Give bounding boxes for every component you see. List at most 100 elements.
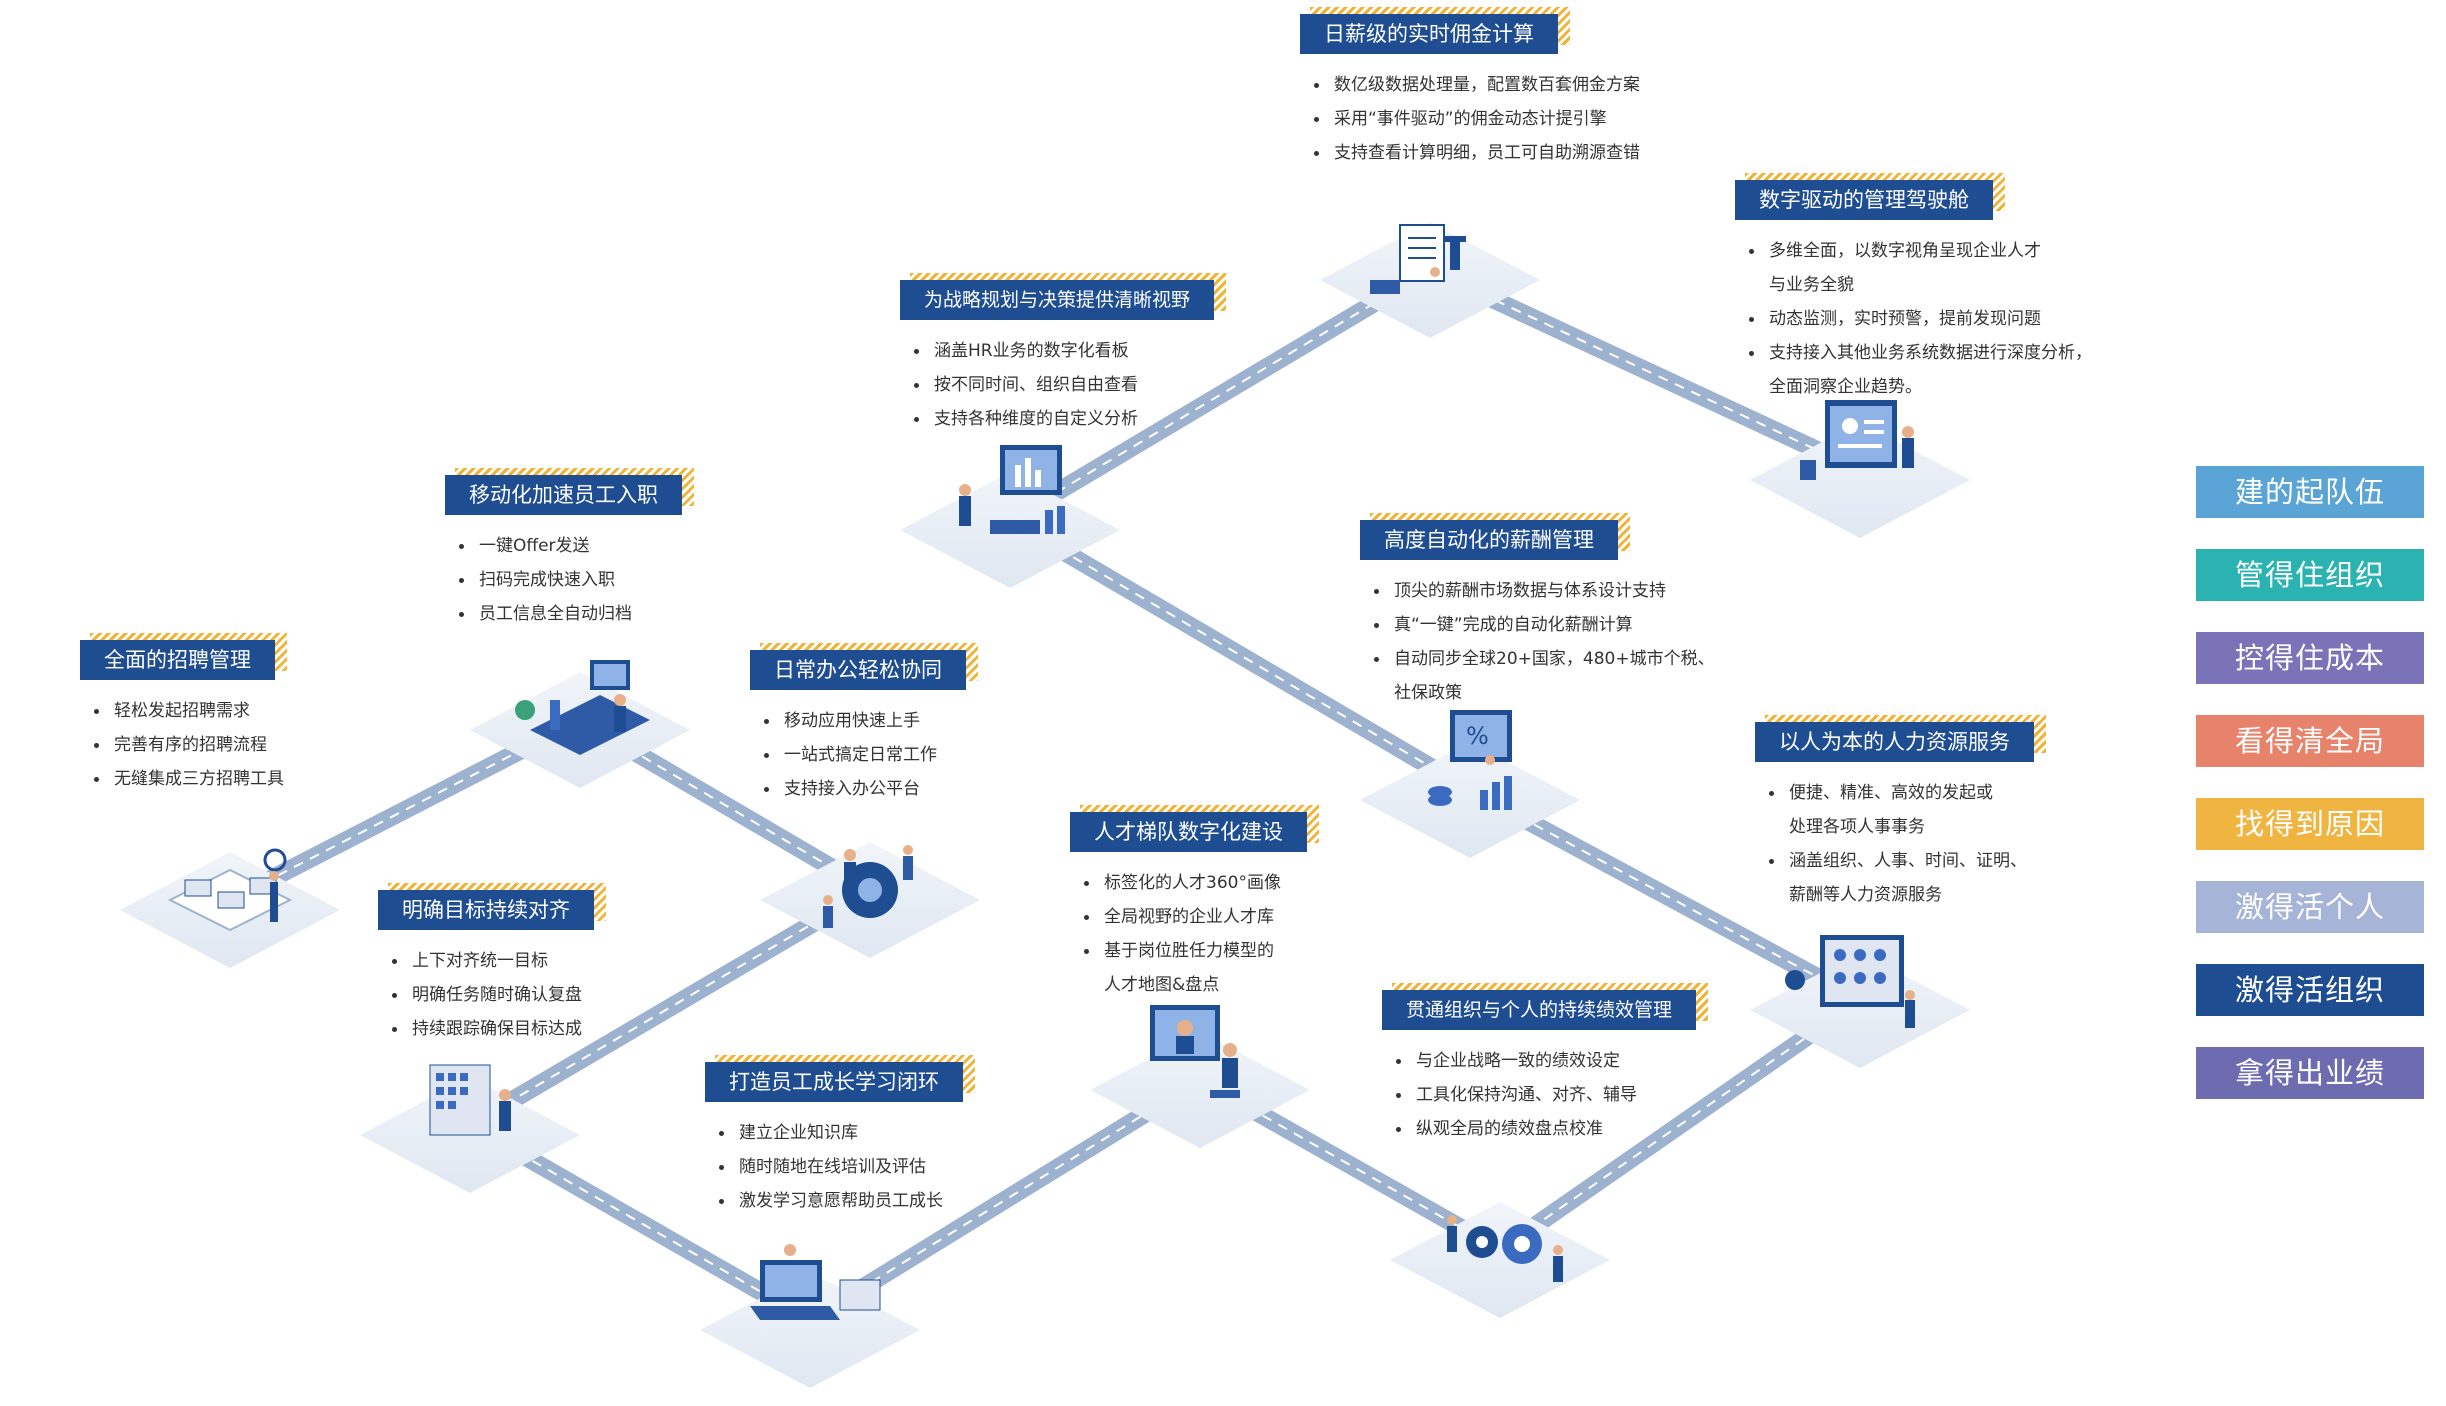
card-talent: 人才梯队数字化建设 标签化的人才360°画像 全局视野的企业人才库 基于岗位胜任… <box>1070 805 1319 1002</box>
value-legend: 建的起队伍 管得住组织 控得住成本 看得清全局 找得到原因 激得活个人 激得活组… <box>2196 466 2424 1130</box>
bullet-item: 动态监测，实时预警，提前发现问题 <box>1749 302 2092 336</box>
legend-item-motivate-individual[interactable]: 激得活个人 <box>2196 881 2424 933</box>
bullet-item: 涵盖HR业务的数字化看板 <box>914 334 1214 368</box>
bullet-item: 便捷、精准、高效的发起或 <box>1769 776 2034 810</box>
bullet-item: 无缝集成三方招聘工具 <box>94 762 284 796</box>
scene-platform-cockpit <box>1750 422 1970 538</box>
legend-item-build-team[interactable]: 建的起队伍 <box>2196 466 2424 518</box>
scene-platform-performance <box>1390 1202 1610 1318</box>
bullet-item: 涵盖组织、人事、时间、证明、 <box>1769 844 2034 878</box>
bullet-item: 与企业战略一致的绩效设定 <box>1396 1044 1696 1078</box>
bullet-item: 支持接入其他业务系统数据进行深度分析， <box>1749 336 2092 370</box>
legend-item-deliver-results[interactable]: 拿得出业绩 <box>2196 1047 2424 1099</box>
card-bullets: 标签化的人才360°画像 全局视野的企业人才库 基于岗位胜任力模型的 人才地图&… <box>1084 866 1307 1002</box>
bullet-item: 轻松发起招聘需求 <box>94 694 284 728</box>
card-goal: 明确目标持续对齐 上下对齐统一目标 明确任务随时确认复盘 持续跟踪确保目标达成 <box>378 883 606 1046</box>
legend-item-manage-org[interactable]: 管得住组织 <box>2196 549 2424 601</box>
bullet-item: 随时随地在线培训及评估 <box>719 1150 963 1184</box>
card-title: 高度自动化的薪酬管理 <box>1360 520 1618 560</box>
road-dash <box>469 889 871 1126</box>
card-recruit: 全面的招聘管理 轻松发起招聘需求 完善有序的招聘流程 无缝集成三方招聘工具 <box>80 633 287 796</box>
card-bullets: 涵盖HR业务的数字化看板 按不同时间、组织自由查看 支持各种维度的自定义分析 <box>914 334 1214 436</box>
bullet-item: 持续跟踪确保目标达成 <box>392 1012 594 1046</box>
bullet-item: 移动应用快速上手 <box>764 704 966 738</box>
bullet-item: 员工信息全自动归档 <box>459 597 682 631</box>
bullet-item: 完善有序的招聘流程 <box>94 728 284 762</box>
onboard-desk-illustration <box>515 660 650 755</box>
bullet-item: 基于岗位胜任力模型的 <box>1084 934 1307 968</box>
card-bullets: 一键Offer发送 扫码完成快速入职 员工信息全自动归档 <box>459 529 682 631</box>
card-title: 为战略规划与决策提供清晰视野 <box>900 280 1215 320</box>
card-bullets: 上下对齐统一目标 明确任务随时确认复盘 持续跟踪确保目标达成 <box>392 944 594 1046</box>
goal-board-illustration <box>429 1064 511 1136</box>
legend-item-find-cause[interactable]: 找得到原因 <box>2196 798 2424 850</box>
card-title: 日薪级的实时佣金计算 <box>1300 14 1558 54</box>
card-bullets: 建立企业知识库 随时随地在线培训及评估 激发学习意愿帮助员工成长 <box>719 1116 963 1218</box>
road-dash <box>1429 269 1861 471</box>
card-title: 打造员工成长学习闭环 <box>705 1062 963 1102</box>
legend-item-motivate-org[interactable]: 激得活组织 <box>2196 964 2424 1016</box>
card-bullets: 移动应用快速上手 一站式搞定日常工作 支持接入办公平台 <box>764 704 966 806</box>
bullet-item: 建立企业知识库 <box>719 1116 963 1150</box>
road-dash <box>469 1124 811 1321</box>
strategy-analytics-illustration <box>959 445 1065 534</box>
card-bullets: 顶尖的薪酬市场数据与体系设计支持 真“一键”完成的自动化薪酬计算 自动同步全球2… <box>1374 574 1715 710</box>
card-title: 明确目标持续对齐 <box>378 890 594 930</box>
road-dash <box>1499 999 1861 1251</box>
bullet-item: 纵观全局的绩效盘点校准 <box>1396 1112 1696 1146</box>
bullet-item: 支持查看计算明细，员工可自助溯源查错 <box>1314 136 1640 170</box>
card-strategy: 为战略规划与决策提供清晰视野 涵盖HR业务的数字化看板 按不同时间、组织自由查看… <box>900 273 1227 436</box>
bullet-item: 全面洞察企业趋势。 <box>1769 377 1922 397</box>
salary-percent-illustration: % <box>1428 710 1512 810</box>
card-bullets: 轻松发起招聘需求 完善有序的招聘流程 无缝集成三方招聘工具 <box>94 694 284 796</box>
bullet-item: 人才地图&盘点 <box>1104 975 1220 995</box>
card-title: 日常办公轻松协同 <box>750 650 966 690</box>
card-bullets: 数亿级数据处理量，配置数百套佣金方案 采用“事件驱动”的佣金动态计提引擎 支持查… <box>1314 68 1640 170</box>
bullet-item: 上下对齐统一目标 <box>392 944 594 978</box>
bullet-item: 与业务全貌 <box>1769 275 1854 295</box>
legend-item-see-overall[interactable]: 看得清全局 <box>2196 715 2424 767</box>
card-bullets: 多维全面，以数字视角呈现企业人才 与业务全貌 动态监测，实时预警，提前发现问题 … <box>1749 234 2092 404</box>
road-segment <box>1001 511 1479 799</box>
bullet-item: 真“一键”完成的自动化薪酬计算 <box>1374 608 1715 642</box>
bullet-item: 按不同时间、组织自由查看 <box>914 368 1214 402</box>
card-people: 以人为本的人力资源服务 便捷、精准、高效的发起或 处理各项人事事务 涵盖组织、人… <box>1755 715 2046 912</box>
bullet-item: 一站式搞定日常工作 <box>764 738 966 772</box>
card-cockpit: 数字驱动的管理驾驶舱 多维全面，以数字视角呈现企业人才 与业务全貌 动态监测，实… <box>1735 173 2092 404</box>
cockpit-dashboard-illustration <box>1800 400 1914 480</box>
scene-platform-salary <box>1360 742 1580 858</box>
bullet-item: 顶尖的薪酬市场数据与体系设计支持 <box>1374 574 1715 608</box>
card-title: 移动化加速员工入职 <box>445 475 682 515</box>
bullet-item: 薪酬等人力资源服务 <box>1789 885 1942 905</box>
learning-laptop-illustration <box>750 1244 881 1320</box>
bullet-item: 支持接入办公平台 <box>764 772 966 806</box>
card-title: 以人为本的人力资源服务 <box>1755 722 2034 762</box>
card-title: 数字驱动的管理驾驶舱 <box>1735 180 1993 220</box>
people-service-illustration <box>1785 935 1915 1028</box>
bullet-item: 社保政策 <box>1394 683 1462 703</box>
card-salary: 高度自动化的薪酬管理 顶尖的薪酬市场数据与体系设计支持 真“一键”完成的自动化薪… <box>1360 513 1715 710</box>
bullet-item: 标签化的人才360°画像 <box>1084 866 1307 900</box>
bullet-item: 扫码完成快速入职 <box>459 563 682 597</box>
bullet-item: 数亿级数据处理量，配置数百套佣金方案 <box>1314 68 1640 102</box>
bullet-item: 激发学习意愿帮助员工成长 <box>719 1184 963 1218</box>
card-title: 贯通组织与个人的持续绩效管理 <box>1382 990 1697 1030</box>
road-dash <box>1469 789 1861 1001</box>
scene-platform-talent <box>1090 1032 1310 1148</box>
card-bullets: 便捷、精准、高效的发起或 处理各项人事事务 涵盖组织、人事、时间、证明、 薪酬等… <box>1769 776 2034 912</box>
bullet-item: 工具化保持沟通、对齐、辅导 <box>1396 1078 1696 1112</box>
card-office: 日常办公轻松协同 移动应用快速上手 一站式搞定日常工作 支持接入办公平台 <box>750 643 978 806</box>
bullet-item: 多维全面，以数字视角呈现企业人才 <box>1749 234 2092 268</box>
card-performance: 贯通组织与个人的持续绩效管理 与企业战略一致的绩效设定 工具化保持沟通、对齐、辅… <box>1382 983 1709 1146</box>
scene-platforms <box>120 222 1970 1388</box>
bullet-item: 支持各种维度的自定义分析 <box>914 402 1214 436</box>
commission-documents-illustration <box>1370 224 1466 294</box>
card-title: 全面的招聘管理 <box>80 640 275 680</box>
bullet-item: 明确任务随时确认复盘 <box>392 978 594 1012</box>
road-dash <box>1009 269 1431 521</box>
legend-item-control-cost[interactable]: 控得住成本 <box>2196 632 2424 684</box>
card-bullets: 与企业战略一致的绩效设定 工具化保持沟通、对齐、辅导 纵观全局的绩效盘点校准 <box>1396 1044 1696 1146</box>
scene-platform-people <box>1750 952 1970 1068</box>
card-onboard: 移动化加速员工入职 一键Offer发送 扫码完成快速入职 员工信息全自动归档 <box>445 468 694 631</box>
